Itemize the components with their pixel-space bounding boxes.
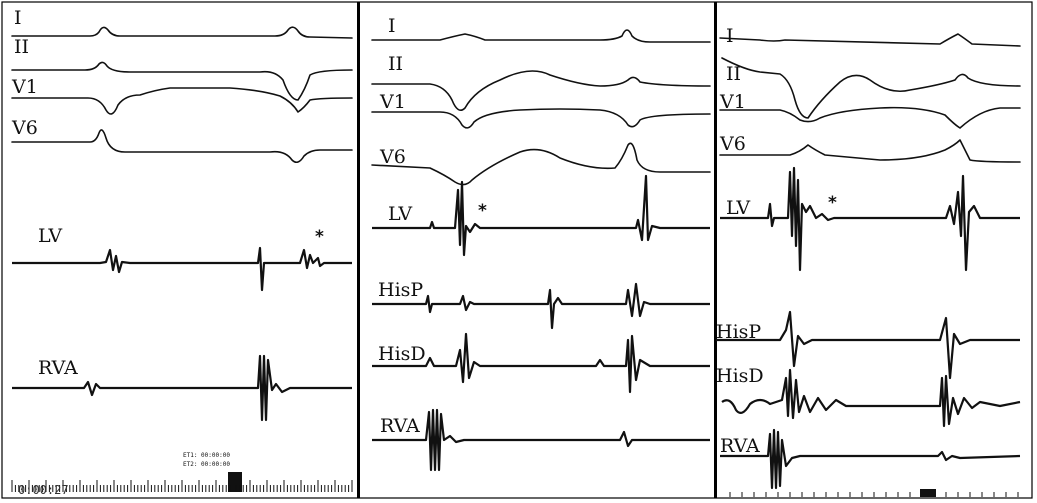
- trace-LV-middle: [372, 174, 710, 257]
- trace-HisD: [372, 332, 710, 394]
- lead-label-I: I: [14, 7, 22, 29]
- panel-middle: I II V1 V6 LV * HisP HisD RVA: [371, 15, 711, 472]
- time-ruler-left: [11, 480, 353, 492]
- time-marker-block-right: [920, 489, 936, 497]
- channel-label-RVA-right: RVA: [720, 435, 760, 457]
- channel-label-LV-middle: LV: [388, 203, 412, 225]
- annotation-asterisk-left: *: [315, 227, 324, 247]
- trace-HisD-right: [721, 368, 1021, 428]
- trace-I: [11, 26, 353, 39]
- trace-HisP-right: [716, 310, 1020, 380]
- event-timer-1: ET1: 00:00:00: [183, 452, 230, 459]
- lead-label-II-right: II: [726, 63, 741, 85]
- trace-I-right: [719, 33, 1021, 47]
- trace-II: [11, 61, 353, 101]
- panel-right: I II V1 V6 LV * HisP HisD RVA: [716, 25, 1021, 497]
- lead-label-II-middle: II: [388, 53, 403, 75]
- lead-label-V6: V6: [11, 117, 38, 139]
- trace-HisP: [372, 282, 710, 330]
- trace-LV: [12, 246, 352, 292]
- annotation-asterisk-middle: *: [478, 201, 487, 221]
- lead-label-II: II: [14, 36, 29, 58]
- lead-label-I-middle: I: [388, 15, 396, 37]
- lead-label-V1: V1: [11, 76, 38, 98]
- time-ruler-right: [729, 492, 1019, 497]
- panel-separator-2: [714, 2, 717, 498]
- panel-left: I II V1 V6 LV * RVA ET1: 00:00:00 ET2: 0…: [11, 7, 353, 497]
- panel-separator-1: [357, 2, 360, 498]
- lead-label-V6-right: V6: [719, 133, 746, 155]
- channel-label-HisD-right: HisD: [716, 365, 764, 387]
- trace-RVA-right: [720, 428, 1021, 490]
- recording-code: 0:00:27: [18, 483, 69, 497]
- channel-label-RVA-middle: RVA: [380, 415, 420, 437]
- trace-RVA-middle: [372, 408, 710, 472]
- channel-label-HisP-right: HisP: [716, 321, 761, 343]
- trace-LV-right: [720, 166, 1020, 272]
- trace-V6-middle: [371, 142, 711, 186]
- lead-label-V1-right: V1: [719, 91, 746, 113]
- event-timer-2: ET2: 00:00:00: [183, 461, 230, 468]
- channel-label-RVA: RVA: [38, 357, 78, 379]
- channel-label-HisD: HisD: [378, 343, 426, 365]
- trace-V6-right: [719, 139, 1021, 163]
- trace-II-right: [721, 57, 1021, 119]
- trace-I-middle: [371, 29, 711, 43]
- trace-V1-middle: [371, 108, 711, 129]
- trace-V1: [11, 87, 353, 115]
- trace-II-middle: [371, 70, 711, 111]
- channel-label-LV-right: LV: [726, 197, 750, 219]
- channel-label-HisP: HisP: [378, 279, 423, 301]
- trace-V6: [11, 129, 353, 164]
- lead-label-V6-middle: V6: [379, 146, 406, 168]
- lead-label-I-right: I: [726, 25, 734, 47]
- trace-RVA: [12, 354, 352, 422]
- trace-V1-right: [719, 106, 1021, 129]
- time-marker-block-left: [228, 472, 242, 492]
- channel-label-LV: LV: [38, 225, 62, 247]
- lead-label-V1-middle: V1: [379, 91, 406, 113]
- annotation-asterisk-right: *: [828, 193, 837, 213]
